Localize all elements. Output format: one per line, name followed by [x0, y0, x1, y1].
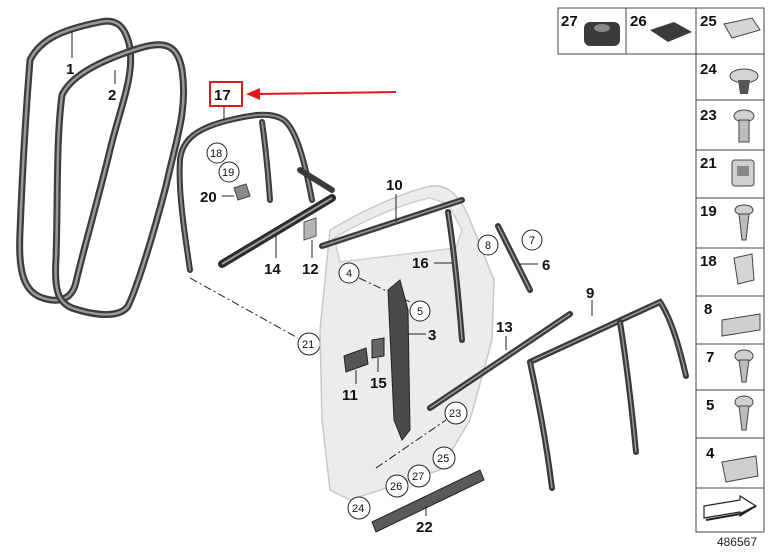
highlight-box — [209, 81, 243, 107]
part-4-label: 4 — [706, 445, 715, 462]
callout-18[interactable] — [206, 142, 228, 164]
clip-18-icon[interactable] — [733, 253, 755, 285]
grommet-27-icon[interactable] — [584, 22, 620, 46]
part-9-window-frame[interactable] — [527, 298, 689, 491]
part-6-strip[interactable] — [495, 223, 533, 293]
part-5-label: 5 — [706, 397, 714, 414]
part-16-pillar[interactable] — [445, 209, 465, 343]
part-label-10: 10 — [386, 177, 403, 194]
callout-5-text: 5 — [417, 306, 423, 318]
part-label-6: 6 — [542, 257, 550, 274]
callout-4-text: 4 — [346, 268, 352, 280]
callout-25[interactable] — [432, 446, 456, 470]
part-label-2: 2 — [108, 87, 116, 104]
callout-26[interactable] — [385, 474, 409, 498]
part-label-14: 14 — [264, 261, 281, 278]
part-label-9: 9 — [586, 285, 594, 302]
nut-4-icon[interactable] — [721, 455, 759, 483]
screw-7-icon[interactable] — [734, 349, 754, 383]
part-label-12: 12 — [302, 261, 319, 278]
part-3-trim[interactable] — [387, 279, 411, 441]
callout-24[interactable] — [347, 496, 371, 520]
callout-26-text: 26 — [390, 481, 402, 493]
callout-7[interactable] — [521, 229, 543, 251]
part-label-17: 17 — [214, 87, 231, 104]
part-11-bracket[interactable] — [343, 347, 369, 373]
part-20-clip[interactable] — [233, 183, 251, 201]
callout-21-text: 21 — [302, 339, 314, 351]
callout-7-text: 7 — [529, 235, 535, 247]
callout-25-text: 25 — [437, 453, 449, 465]
callout-23-text: 23 — [449, 408, 461, 420]
plug-24-icon[interactable] — [729, 68, 759, 94]
pad-26-icon[interactable] — [650, 22, 692, 42]
door-seal-outer[interactable] — [16, 17, 135, 304]
callout-19[interactable] — [218, 161, 240, 183]
part-label-11: 11 — [342, 387, 358, 404]
callout-19-text: 19 — [222, 167, 234, 179]
door-seal-inner[interactable] — [52, 41, 188, 318]
part-13-belt-molding[interactable] — [427, 311, 573, 411]
part-24-label: 24 — [700, 61, 717, 78]
screw-5-icon[interactable] — [734, 395, 754, 431]
callout-23[interactable] — [444, 401, 468, 425]
callout-18-text: 18 — [210, 148, 222, 160]
part-22-rocker-trim[interactable] — [371, 469, 485, 533]
part-8-label: 8 — [704, 301, 712, 318]
callout-4[interactable] — [338, 262, 360, 284]
part-label-1: 1 — [66, 61, 74, 78]
part-18-label: 18 — [700, 253, 717, 270]
highlight-arrow — [246, 88, 397, 100]
callout-27-text: 27 — [412, 471, 424, 483]
part-7-label: 7 — [706, 349, 714, 366]
part-25-label: 25 — [700, 13, 717, 30]
part-23-label: 23 — [700, 107, 717, 124]
part-label-20: 20 — [200, 189, 217, 206]
part-10-channel[interactable] — [319, 197, 465, 249]
part-27-label: 27 — [561, 13, 578, 30]
part-label-15: 15 — [370, 375, 387, 392]
part-label-22: 22 — [416, 519, 433, 536]
part-21-label: 21 — [700, 155, 717, 172]
part-15-clip[interactable] — [371, 337, 385, 359]
callout-5[interactable] — [409, 300, 431, 322]
callout-27[interactable] — [407, 464, 431, 488]
part-12-clip[interactable] — [303, 217, 317, 241]
screw-23-icon[interactable] — [733, 109, 755, 143]
part-label-13: 13 — [496, 319, 513, 336]
clip-25-icon[interactable] — [723, 17, 761, 39]
part-26-label: 26 — [630, 13, 647, 30]
part-label-3: 3 — [428, 327, 436, 344]
part-label-16: 16 — [412, 255, 429, 272]
screw-19-icon[interactable] — [734, 204, 754, 241]
clip-8-icon[interactable] — [721, 313, 761, 337]
part-14-strip[interactable] — [218, 194, 336, 268]
navigation-arrow-icon[interactable] — [703, 494, 758, 521]
nut-21-icon[interactable] — [731, 159, 755, 187]
callout-24-text: 24 — [352, 503, 364, 515]
callout-8[interactable] — [477, 234, 499, 256]
part-19-label: 19 — [700, 203, 717, 220]
catalog-number: 486567 — [716, 535, 757, 549]
callout-8-text: 8 — [485, 240, 491, 252]
window-frame-trim[interactable] — [176, 111, 335, 273]
